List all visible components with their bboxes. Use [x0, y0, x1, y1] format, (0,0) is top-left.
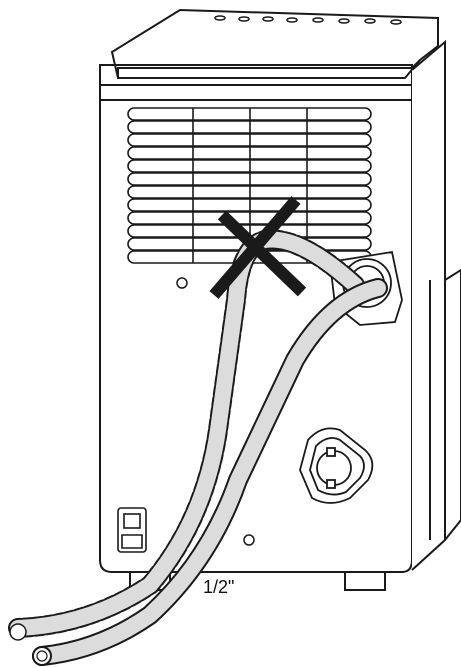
power-outlet-icon	[299, 427, 374, 504]
dehumidifier-icon	[99, 8, 461, 591]
drain-hose-icon	[32, 278, 388, 666]
top-lid	[110, 8, 439, 79]
control-buttons	[214, 15, 402, 25]
side-panel-edge	[444, 268, 461, 541]
screw-hole-lower	[243, 534, 255, 546]
prohibited-x-icon	[209, 196, 307, 299]
foot-right	[344, 572, 386, 591]
screw-hole-upper	[176, 277, 188, 289]
rear-panel	[99, 84, 413, 573]
hose-clip	[117, 507, 147, 553]
side-panel	[411, 39, 446, 571]
top-lid-edge	[117, 59, 421, 78]
hose-size-label: 1/2"	[203, 577, 235, 597]
drain-hose-incorrect	[8, 229, 365, 641]
